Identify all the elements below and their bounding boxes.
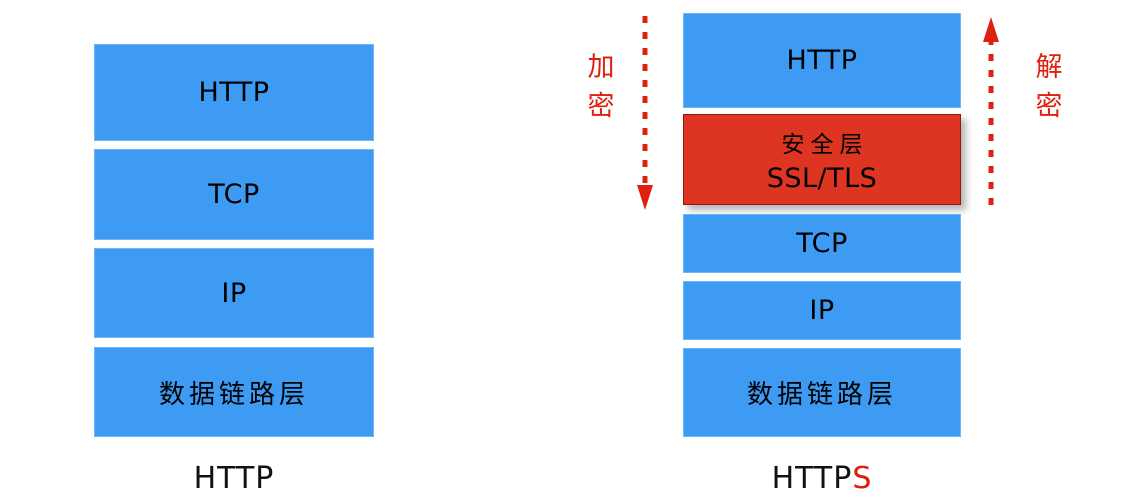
- encrypt-arrow-down: [634, 12, 656, 216]
- arrow-up-icon: [983, 17, 999, 212]
- layer-box-data-link: 数据链路层: [94, 347, 374, 437]
- decrypt-label: 解 密: [1035, 52, 1063, 123]
- layer-box-http: HTTP: [94, 44, 374, 141]
- caption-text: HTTP: [193, 461, 275, 496]
- layer-label: TCP: [208, 179, 260, 210]
- layer-label: IP: [809, 295, 835, 326]
- http-stack-caption: HTTP: [94, 461, 374, 496]
- caption-accent: S: [852, 461, 873, 496]
- layer-box-tcp: TCP: [94, 149, 374, 240]
- layer-label: TCP: [796, 228, 848, 259]
- layer-box-https-http: HTTP: [683, 13, 961, 108]
- caption-text: HTTP: [771, 461, 853, 496]
- arrow-down-icon: [637, 16, 653, 210]
- layer-label: HTTP: [786, 45, 858, 76]
- decrypt-arrow-up: [980, 12, 1002, 216]
- security-layer-label-latin: SSL/TLS: [766, 163, 878, 194]
- layer-box-ip: IP: [94, 248, 374, 338]
- layer-box-https-ip: IP: [683, 281, 961, 340]
- layer-label: HTTP: [198, 77, 270, 108]
- security-layer-label-cjk: 安全层: [781, 132, 869, 158]
- layer-box-https-data-link: 数据链路层: [683, 348, 961, 437]
- layer-label: 数据链路层: [158, 379, 309, 410]
- https-stack-caption: HTTPS: [683, 461, 961, 496]
- encrypt-label: 加 密: [587, 52, 615, 123]
- layer-label: IP: [221, 277, 247, 309]
- layer-box-security-ssl-tls: 安全层 SSL/TLS: [683, 114, 961, 205]
- layer-box-https-tcp: TCP: [683, 214, 961, 273]
- layer-label: 数据链路层: [746, 380, 897, 410]
